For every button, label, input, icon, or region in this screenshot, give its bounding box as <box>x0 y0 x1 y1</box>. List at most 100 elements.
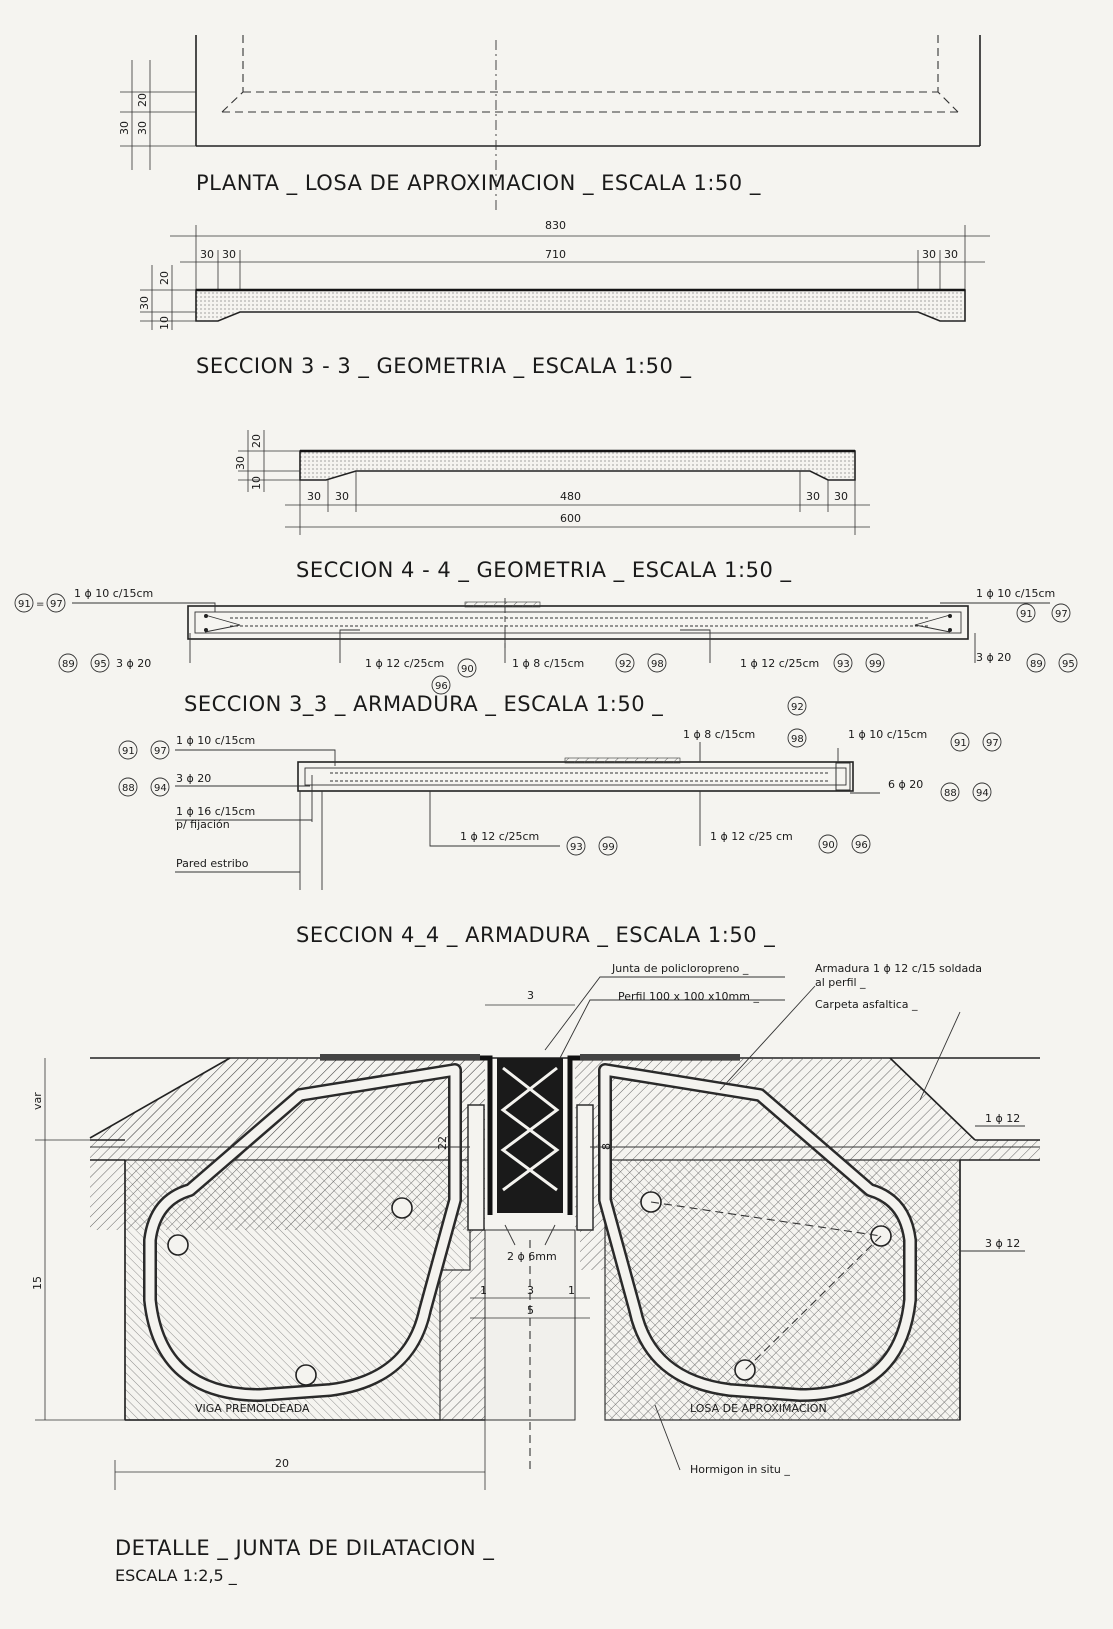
detalle-dim-8: 8 <box>600 1143 613 1150</box>
sec44-arm-drawing <box>175 742 880 890</box>
sec33-arm-title: SECCION 3_3 _ ARMADURA _ ESCALA 1:50 _ <box>184 692 663 717</box>
sec33-label-bot-left: 3 ϕ 20 <box>116 657 151 670</box>
sec33-tag-98: 98 <box>651 659 664 670</box>
detalle-perfil-label: Perfil 100 x 100 x10mm _ <box>618 990 759 1003</box>
planta-dim-30b: 30 <box>118 121 131 135</box>
sec44-geo-left-b: 30 <box>335 490 349 503</box>
sec44-geo-right-a: 30 <box>806 490 820 503</box>
detalle-dim-3: 3 <box>527 1284 534 1297</box>
sec33-tag-92: 92 <box>619 659 632 670</box>
sec44-label-top-left: 1 ϕ 10 c/15cm <box>176 734 255 747</box>
sec33-tag-89r: 89 <box>1030 659 1043 670</box>
sec44-label-pared: Pared estribo <box>176 857 249 870</box>
sec44-tag-94r: 94 <box>976 788 989 799</box>
sec33-tag-93: 93 <box>837 659 850 670</box>
sec33-label-top-left: 1 ϕ 10 c/15cm <box>74 587 153 600</box>
detalle-junta-label: Junta de policloropreno _ <box>611 962 749 975</box>
sec44-geo-h-top: 20 <box>250 434 263 448</box>
sec33-tag-95: 95 <box>94 659 107 670</box>
detalle-bolts-label: 2 ϕ 6mm <box>507 1250 557 1263</box>
sec33-tag-89: 89 <box>62 659 75 670</box>
detalle-dim-top: 3 <box>527 989 534 1002</box>
detalle-dim-22: 22 <box>436 1136 449 1150</box>
sec44-tag-91: 91 <box>122 746 135 757</box>
sec33-geo-h-total: 30 <box>138 296 151 310</box>
planta-dim-30a: 30 <box>136 121 149 135</box>
sec44-label-left3b: p/ fijación <box>176 818 230 831</box>
sec33-label-mid3: 1 ϕ 12 c/25cm <box>740 657 819 670</box>
detalle-carpeta-label: Carpeta asfaltica _ <box>815 998 918 1011</box>
sec33-geo-left-b: 30 <box>222 248 236 261</box>
sec33-tag-99: 99 <box>869 659 882 670</box>
sec44-geo-total: 600 <box>560 512 581 525</box>
detalle-dim-15: 15 <box>31 1276 44 1290</box>
sec44-tag-96: 96 <box>855 840 868 851</box>
detalle-drawing <box>35 976 1040 1490</box>
detalle-dim-5: 5 <box>527 1304 534 1317</box>
sec33-tag-97: 97 <box>50 599 63 610</box>
sec44-tag-90: 90 <box>822 840 835 851</box>
detalle-armadura-label2: al perfil _ <box>815 976 866 989</box>
detalle-title: DETALLE _ JUNTA DE DILATACION _ <box>115 1536 494 1561</box>
detalle-armadura-label: Armadura 1 ϕ 12 c/15 soldada <box>815 962 982 975</box>
planta-drawing: 20 30 30 <box>118 35 981 210</box>
detalle-horm-label: Hormigon in situ _ <box>690 1463 790 1476</box>
detalle-labels: Junta de policloropreno _ Perfil 100 x 1… <box>31 962 1020 1476</box>
detalle-r2-label: 3 ϕ 12 <box>985 1237 1020 1250</box>
sec33-tag-95r: 95 <box>1062 659 1075 670</box>
detalle-r1-label: 1 ϕ 12 <box>985 1112 1020 1125</box>
sec33-geo-h-top: 20 <box>158 271 171 285</box>
sec44-label-right2: 6 ϕ 20 <box>888 778 923 791</box>
sec44-tag-88r: 88 <box>944 788 957 799</box>
sec44-geo-right-b: 30 <box>834 490 848 503</box>
detalle-losa-label: LOSA DE APROXIMACION <box>690 1402 827 1415</box>
detalle-dim-var: var <box>31 1092 44 1110</box>
sec33-geo-inner: 710 <box>545 248 566 261</box>
sec44-tag-91r: 91 <box>954 738 967 749</box>
sec33-label-bot-right: 3 ϕ 20 <box>976 651 1011 664</box>
detalle-dim-20: 20 <box>275 1457 289 1470</box>
sec44-geo-h-bottom: 10 <box>250 476 263 490</box>
sec44-tag-88: 88 <box>122 783 135 794</box>
sec33-tag-97r: 97 <box>1055 609 1068 620</box>
sec33-tag-96: 96 <box>435 681 448 692</box>
detalle-escala: ESCALA 1:2,5 _ <box>115 1566 238 1586</box>
sec33-geo-title: SECCION 3 - 3 _ GEOMETRIA _ ESCALA 1:50 … <box>196 354 692 379</box>
sec33-label-mid2: 1 ϕ 8 c/15cm <box>512 657 584 670</box>
sec33-tag-91r: 91 <box>1020 609 1033 620</box>
sec33-geo-drawing: 830 710 30 30 30 30 20 30 10 <box>138 219 990 330</box>
sec33-label-top-right: 1 ϕ 10 c/15cm <box>976 587 1055 600</box>
sec44-geo-h-total: 30 <box>234 456 247 470</box>
sec44-label-bot1: 1 ϕ 12 c/25cm <box>460 830 539 843</box>
sec44-label-bot2: 1 ϕ 12 c/25 cm <box>710 830 793 843</box>
planta-dim-20: 20 <box>136 93 149 107</box>
sec44-arm-title: SECCION 4_4 _ ARMADURA _ ESCALA 1:50 _ <box>296 923 775 948</box>
sec44-geo-left-a: 30 <box>307 490 321 503</box>
sec44-geo-drawing: 30 30 480 30 30 600 20 30 10 <box>234 430 870 535</box>
detalle-dim-1b: 1 <box>568 1284 575 1297</box>
sec44-tag-93: 93 <box>570 842 583 853</box>
sec44-tag-94: 94 <box>154 783 167 794</box>
sec33-tag-91: 91 <box>18 599 31 610</box>
tag-sep: = <box>36 599 44 610</box>
sec44-geo-title: SECCION 4 - 4 _ GEOMETRIA _ ESCALA 1:50 … <box>296 558 792 583</box>
planta-title: PLANTA _ LOSA DE APROXIMACION _ ESCALA 1… <box>196 171 761 196</box>
sec33-geo-total: 830 <box>545 219 566 232</box>
sec44-tag-97r: 97 <box>986 738 999 749</box>
sec33-geo-left-a: 30 <box>200 248 214 261</box>
sec33-tag-90: 90 <box>461 664 474 675</box>
sec44-tag-99: 99 <box>602 842 615 853</box>
sec33-geo-right-a: 30 <box>922 248 936 261</box>
sec33-geo-h-bottom: 10 <box>158 316 171 330</box>
sec33-geo-right-b: 30 <box>944 248 958 261</box>
sec44-tag-97: 97 <box>154 746 167 757</box>
sec44-label-top-mid: 1 ϕ 8 c/15cm <box>683 728 755 741</box>
sec33-arm-drawing <box>72 598 1050 663</box>
sec44-arm-labels: 91 97 1 ϕ 10 c/15cm 88 94 3 ϕ 20 1 ϕ 16 … <box>118 696 1002 870</box>
detalle-dim-1a: 1 <box>480 1284 487 1297</box>
sec44-label-left2: 3 ϕ 20 <box>176 772 211 785</box>
sec44-tag-98: 98 <box>791 734 804 745</box>
sec33-label-mid1: 1 ϕ 12 c/25cm <box>365 657 444 670</box>
